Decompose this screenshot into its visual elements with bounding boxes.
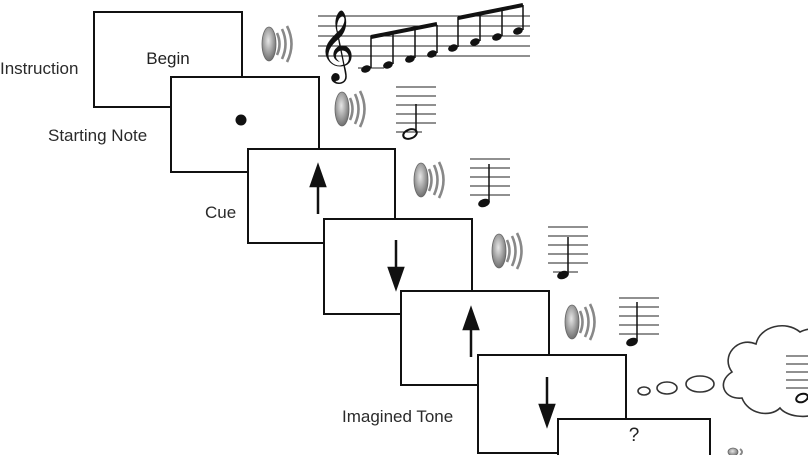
speaker-icon xyxy=(563,302,596,342)
arrow-up-icon xyxy=(462,305,480,357)
treble-clef-icon: 𝄞 xyxy=(318,8,355,84)
music-note-icon xyxy=(469,158,511,208)
musical-scale: 𝄞 xyxy=(318,3,530,84)
music-note-icon xyxy=(358,27,523,73)
speaker-icon xyxy=(490,231,523,271)
begin-text: Begin xyxy=(146,49,190,68)
label-cue: Cue xyxy=(205,203,237,222)
music-note-icon xyxy=(547,226,589,280)
frames xyxy=(93,11,711,455)
label-instruction: Instruction xyxy=(0,59,79,78)
speaker-icon xyxy=(333,89,366,129)
dot-icon xyxy=(235,114,247,126)
music-note-icon xyxy=(786,355,808,404)
arrow-up-icon xyxy=(309,162,327,214)
label-starting-note: Starting Note xyxy=(48,126,148,145)
speaker-icon xyxy=(260,24,293,64)
music-note-icon xyxy=(618,297,660,347)
frame-question xyxy=(557,418,711,455)
question-mark-text: ? xyxy=(628,425,640,446)
music-note-icon xyxy=(395,86,437,140)
label-imagined-tone: Imagined Tone xyxy=(342,407,454,426)
arrow-down-icon xyxy=(538,377,556,429)
speaker-icon xyxy=(727,447,743,455)
speaker-icon xyxy=(412,160,445,200)
thought-cloud-icon xyxy=(637,324,808,418)
arrow-down-icon xyxy=(387,240,405,292)
